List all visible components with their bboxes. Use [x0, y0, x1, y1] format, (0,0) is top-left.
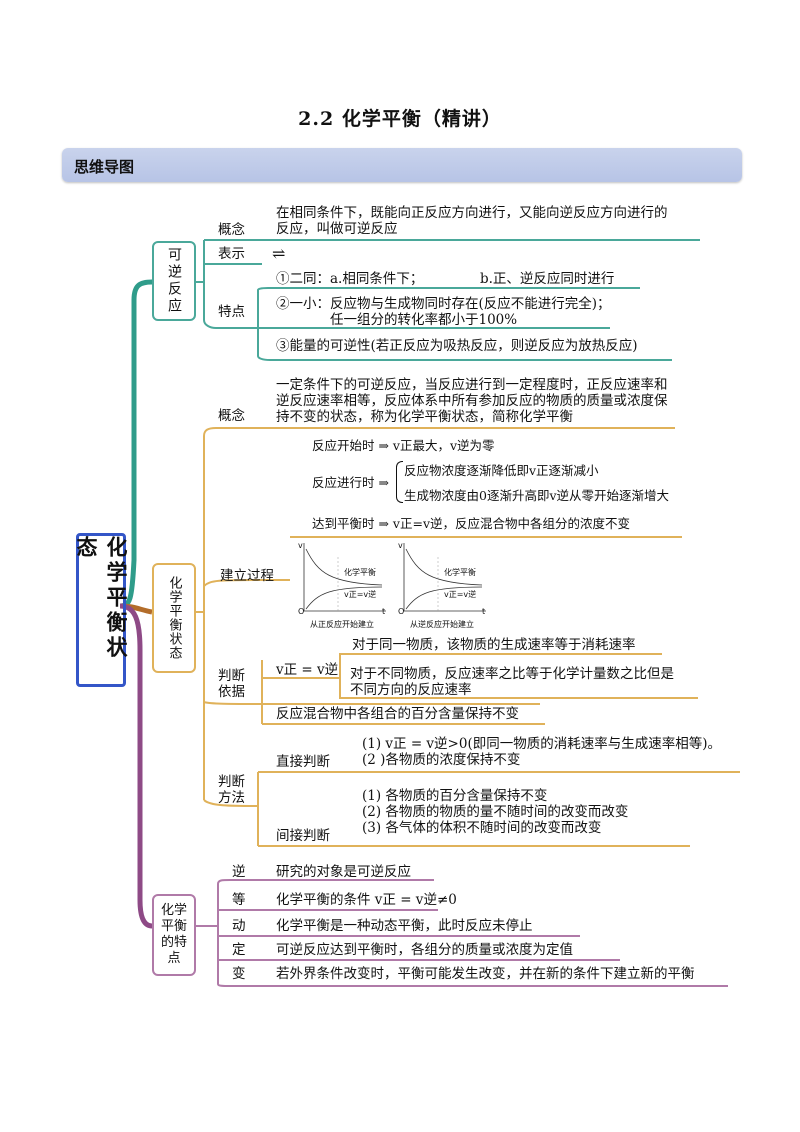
- feature-2-line-1: ②一小：反应物与生成物同时存在(反应不能进行完全)；: [276, 296, 611, 312]
- reversible-arrow-icon: ⇌: [272, 244, 286, 263]
- direct-2: (2 )各物质的浓度保持不变: [362, 752, 521, 768]
- rate-graph-svg: [303, 543, 486, 612]
- branch-equilibrium-state: 化学平衡状态: [152, 563, 196, 673]
- process-ongoing-lead: 反应进行时 ⇒: [312, 475, 389, 490]
- basis-item-3: 反应混合物中各组合的百分含量保持不变: [276, 706, 519, 722]
- graph-1-caption: 从正反应开始建立: [310, 620, 374, 629]
- indirect-3: (3) 各气体的体积不随时间的改变而改变: [362, 820, 602, 836]
- graph-2-inner: 化学平衡: [444, 568, 476, 577]
- feature-key-3: 动: [232, 918, 246, 934]
- method-label: 判断方法: [218, 774, 245, 806]
- brace-icon: [396, 461, 403, 503]
- graph-2-origin: O: [398, 607, 405, 616]
- feature-2-line-2: 任一组分的转化率都小于100%: [330, 312, 518, 328]
- feature-value-4: 可逆反应达到平衡时，各组分的质量或浓度为定值: [276, 942, 573, 958]
- process-start: 反应开始时 ⇒ v正最大，v逆为零: [312, 438, 495, 453]
- indirect-1: (1) 各物质的百分含量保持不变: [362, 788, 548, 804]
- process-label: 建立过程: [220, 568, 274, 584]
- feature-key-1: 逆: [232, 864, 246, 880]
- feature-value-2: 化学平衡的条件 v正 = v逆≠0: [276, 892, 457, 908]
- graph-1-axis-v: v: [298, 541, 303, 550]
- concept-line-2: 反应，叫做可逆反应: [276, 221, 398, 237]
- root-node: 化学平衡状态: [74, 533, 129, 687]
- feature-value-3: 化学平衡是一种动态平衡，此时反应未停止: [276, 918, 533, 934]
- eq-concept-line-1: 一定条件下的可逆反应，当反应进行到一定程度时，正反应速率和: [276, 377, 668, 393]
- branch-label: 化学平衡的特点: [160, 903, 187, 966]
- feature-3: ③能量的可逆性(若正反应为吸热反应，则逆反应为放热反应): [276, 338, 638, 354]
- root-label: 化学平衡状态: [74, 536, 129, 661]
- branch-label: 化学平衡状态: [166, 576, 182, 660]
- graph-1-origin: O: [298, 607, 305, 616]
- rate-time-graphs: v O t 化学平衡 v正=v逆 v O t 化学平衡 v正=v逆 从正反应开始…: [290, 537, 490, 631]
- graph-1-eq: v正=v逆: [344, 590, 377, 599]
- concept-label: 概念: [218, 408, 245, 424]
- indirect-2: (2) 各物质的物质的量不随时间的改变而改变: [362, 804, 629, 820]
- section-banner: 思维导图: [62, 148, 742, 182]
- graph-2-axis-v: v: [398, 541, 403, 550]
- branch-reversible-reaction: 可逆反应: [152, 241, 196, 321]
- process-equilibrium: 达到平衡时 ⇒ v正=v逆，反应混合物中各组分的浓度不变: [312, 516, 631, 531]
- direct-label: 直接判断: [276, 754, 330, 770]
- graph-2-eq: v正=v逆: [444, 590, 477, 599]
- feature-value-5: 若外界条件改变时，平衡可能发生改变，并在新的条件下建立新的平衡: [276, 966, 695, 982]
- process-ongoing-b: 生成物浓度由0逐渐升高即v逆从零开始逐渐增大: [404, 488, 670, 503]
- eq-concept-line-3: 持不变的状态，称为化学平衡状态，简称化学平衡: [276, 409, 573, 425]
- branch-label: 可逆反应: [166, 247, 182, 315]
- graph-2-caption: 从逆反应开始建立: [410, 620, 474, 629]
- section-banner-label: 思维导图: [74, 158, 135, 176]
- basis-item-1: 对于同一物质，该物质的生成速率等于消耗速率: [352, 637, 636, 653]
- basis-item-2-line-2: 不同方向的反应速率: [350, 682, 472, 698]
- direct-1: (1) v正 = v逆>0(即同一物质的消耗速率与生成速率相等)。: [362, 736, 721, 752]
- basis-item-2-line-1: 对于不同物质，反应速率之比等于化学计量数之比但是: [350, 666, 674, 682]
- basis-equation: v正 = v逆: [276, 662, 339, 678]
- process-ongoing-a: 反应物浓度逐渐降低即v正逐渐减小: [404, 463, 599, 478]
- feature-1a: ①二同：a.相同条件下；: [276, 271, 424, 287]
- graph-2-axis-t: t: [482, 607, 486, 616]
- concept-label: 概念: [218, 222, 245, 238]
- feature-value-1: 研究的对象是可逆反应: [276, 864, 411, 880]
- indirect-label: 间接判断: [276, 828, 330, 844]
- eq-concept-line-2: 逆反应速率相等，反应体系中所有参加反应的物质的质量或浓度保: [276, 393, 668, 409]
- page-title: 2.2 化学平衡（精讲）: [298, 108, 502, 130]
- feature-key-4: 定: [232, 942, 246, 958]
- graph-1-inner: 化学平衡: [344, 568, 376, 577]
- feature-key-5: 变: [232, 966, 246, 982]
- feature-label: 特点: [218, 304, 245, 320]
- basis-label: 判断依据: [218, 668, 245, 700]
- feature-1b: b.正、逆反应同时进行: [480, 271, 615, 287]
- feature-key-2: 等: [232, 892, 246, 908]
- graph-1-axis-t: t: [382, 607, 386, 616]
- concept-line-1: 在相同条件下，既能向正反应方向进行，又能向逆反应方向进行的: [276, 205, 668, 221]
- branch-equilibrium-features: 化学平衡的特点: [152, 894, 196, 976]
- symbol-label: 表示: [218, 246, 245, 262]
